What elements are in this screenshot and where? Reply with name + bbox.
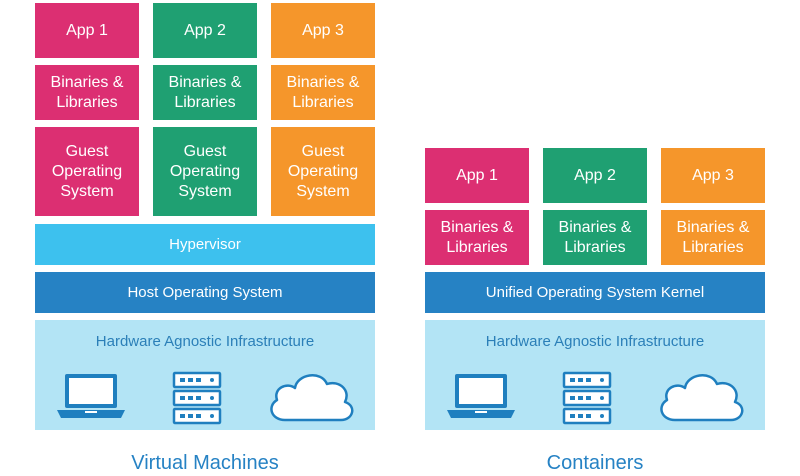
vm-app-3: App 3 xyxy=(271,3,375,58)
vm-bins-2-label: Binaries & Libraries xyxy=(168,73,242,111)
vm-bins-1: Binaries & Libraries xyxy=(35,65,139,120)
container-hardware: Hardware Agnostic Infrastructure xyxy=(425,320,765,430)
vm-guest-os-1: Guest Operating System xyxy=(35,127,139,216)
vm-hypervisor-label: Hypervisor xyxy=(169,235,241,253)
vm-guest-os-1-label: Guest Operating System xyxy=(51,142,123,200)
server-rack-icon xyxy=(172,371,222,425)
vm-guest-os-2-label: Guest Operating System xyxy=(169,142,241,200)
container-app-1-label: App 1 xyxy=(456,166,498,184)
vm-hardware: Hardware Agnostic Infrastructure xyxy=(35,320,375,430)
laptop-icon xyxy=(447,374,515,418)
container-kernel-label: Unified Operating System Kernel xyxy=(485,283,705,301)
vm-bins-2: Binaries & Libraries xyxy=(153,65,257,120)
vm-bins-1-label: Binaries & Libraries xyxy=(50,73,124,111)
container-bins-3-label: Binaries & Libraries xyxy=(676,218,750,256)
vm-app-2-label: App 2 xyxy=(184,21,226,39)
container-app-3-label: App 3 xyxy=(692,166,734,184)
vm-guest-os-3-label: Guest Operating System xyxy=(287,142,359,200)
vm-bins-3: Binaries & Libraries xyxy=(271,65,375,120)
container-hardware-label: Hardware Agnostic Infrastructure xyxy=(485,333,705,350)
container-kernel: Unified Operating System Kernel xyxy=(425,272,765,313)
vm-app-1-label: App 1 xyxy=(66,21,108,39)
containers-caption: Containers xyxy=(546,452,644,474)
vm-host-os: Host Operating System xyxy=(35,272,375,313)
cloud-icon xyxy=(270,374,354,422)
container-bins-1-label: Binaries & Libraries xyxy=(440,218,514,256)
laptop-icon xyxy=(57,374,125,418)
container-bins-2-label: Binaries & Libraries xyxy=(558,218,632,256)
vm-guest-os-2: Guest Operating System xyxy=(153,127,257,216)
server-rack-icon xyxy=(562,371,612,425)
vm-app-2: App 2 xyxy=(153,3,257,58)
container-app-1: App 1 xyxy=(425,148,529,203)
vm-guest-os-3: Guest Operating System xyxy=(271,127,375,216)
vm-app-1: App 1 xyxy=(35,3,139,58)
vm-hardware-label: Hardware Agnostic Infrastructure xyxy=(95,333,315,350)
container-bins-3: Binaries & Libraries xyxy=(661,210,765,265)
vm-app-3-label: App 3 xyxy=(302,21,344,39)
cloud-icon xyxy=(660,374,744,422)
container-app-2: App 2 xyxy=(543,148,647,203)
vm-host-os-label: Host Operating System xyxy=(127,283,283,301)
vm-hypervisor: Hypervisor xyxy=(35,224,375,265)
container-app-2-label: App 2 xyxy=(574,166,616,184)
vm-caption: Virtual Machines xyxy=(131,452,279,474)
container-app-3: App 3 xyxy=(661,148,765,203)
container-bins-1: Binaries & Libraries xyxy=(425,210,529,265)
container-bins-2: Binaries & Libraries xyxy=(543,210,647,265)
vm-bins-3-label: Binaries & Libraries xyxy=(286,73,360,111)
